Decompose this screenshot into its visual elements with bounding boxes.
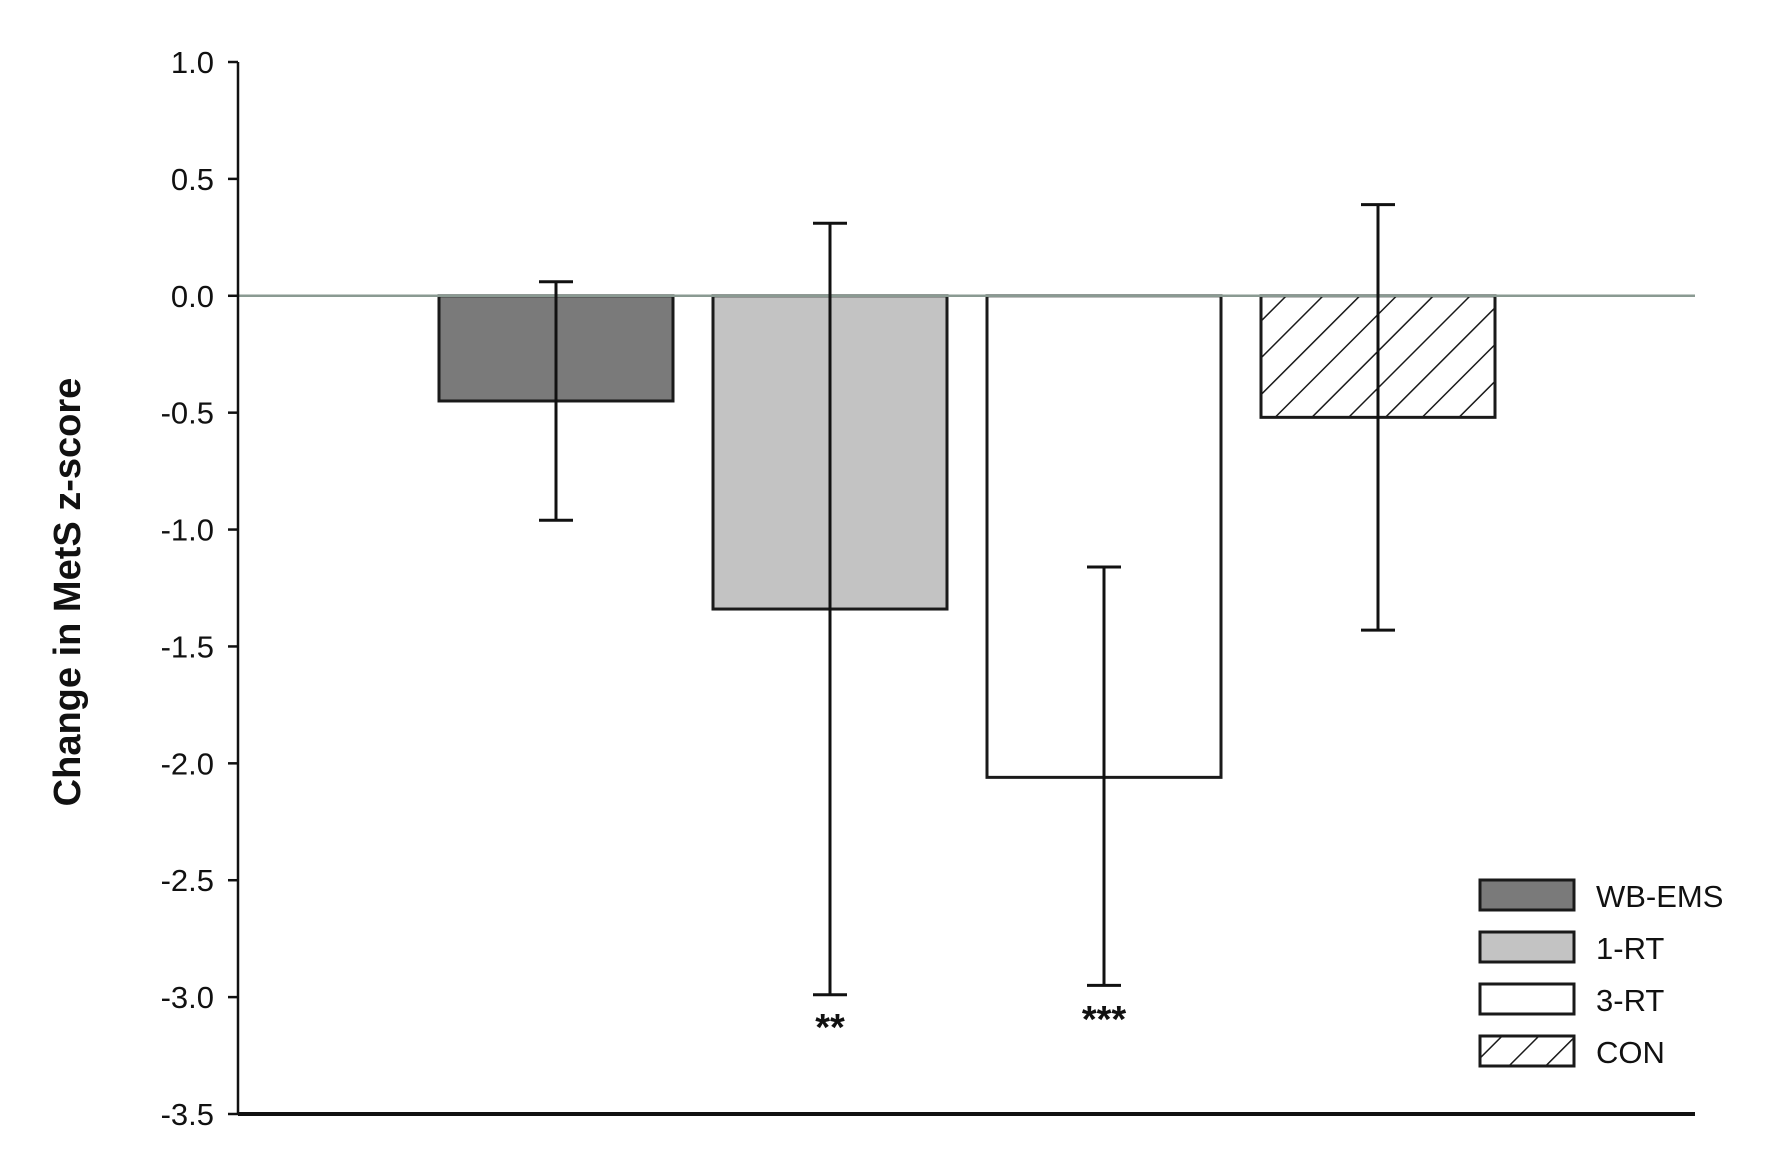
legend-label: CON xyxy=(1596,1035,1665,1070)
y-axis-label: Change in MetS z-score xyxy=(47,378,89,807)
axes-layer: 1.0 0.5 0.0 -0.5 -1.0 -1.5 -2.0 -2.5 -3.0 -3.5 xyxy=(161,45,1695,1132)
y-tick-label: 0.5 xyxy=(171,162,214,197)
legend-label: WB-EMS xyxy=(1596,879,1723,914)
y-tick-label: 1.0 xyxy=(171,45,214,80)
y-tick-label: -1.0 xyxy=(161,513,214,548)
error-bar-con xyxy=(1361,203,1395,632)
y-tick-label: -0.5 xyxy=(161,396,214,431)
legend: WB-EMS 1-RT 3-RT CON xyxy=(1478,878,1723,1070)
y-tick-label: -1.5 xyxy=(161,629,214,664)
error-bars-layer xyxy=(539,203,1395,997)
legend-swatch xyxy=(1478,930,1576,964)
legend-swatch xyxy=(1478,982,1576,1016)
error-bar-1-rt xyxy=(813,221,847,997)
significance-marker: *** xyxy=(1082,999,1127,1041)
legend-item-con: CON xyxy=(1478,1034,1665,1070)
legend-swatch xyxy=(1478,1034,1576,1068)
legend-item-1-rt: 1-RT xyxy=(1478,930,1664,966)
bars-layer xyxy=(437,294,1497,779)
legend-label: 3-RT xyxy=(1596,983,1664,1018)
y-tick-label: 0.0 xyxy=(171,279,214,314)
y-tick-label: -3.5 xyxy=(161,1097,214,1132)
y-tick-label: -3.0 xyxy=(161,980,214,1015)
labels-layer: Change in MetS z-score***** xyxy=(47,378,1126,1049)
legend-item-3-rt: 3-RT xyxy=(1478,982,1664,1018)
legend-swatch xyxy=(1478,878,1576,912)
y-tick-label: -2.0 xyxy=(161,746,214,781)
legend-item-wb-ems: WB-EMS xyxy=(1478,878,1723,914)
legend-label: 1-RT xyxy=(1596,931,1664,966)
error-bar-3-rt xyxy=(1087,565,1121,987)
y-tick-label: -2.5 xyxy=(161,863,214,898)
error-bar-wb-ems xyxy=(539,280,573,522)
significance-marker: ** xyxy=(815,1007,845,1049)
